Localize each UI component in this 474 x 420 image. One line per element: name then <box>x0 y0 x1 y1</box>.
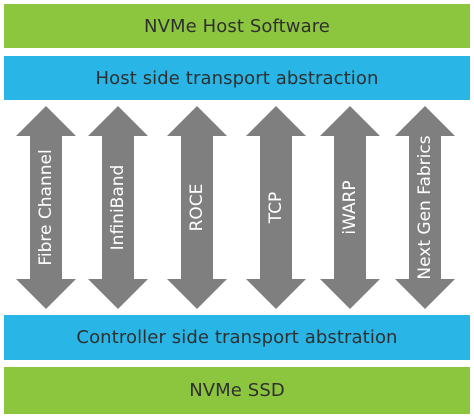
transport-arrow-infiniband: InfiniBand <box>88 106 148 309</box>
transport-label: TCP <box>266 192 286 225</box>
double-arrow-icon <box>320 106 380 309</box>
transport-arrow-tcp: TCP <box>246 106 306 309</box>
host-transport-label: Host side transport abstraction <box>95 67 379 89</box>
transport-arrow-roce: ROCE <box>167 106 227 309</box>
double-arrow-icon <box>16 106 76 309</box>
nvme-host-software-band: NVMe Host Software <box>4 4 470 48</box>
controller-transport-label: Controller side transport abstration <box>76 327 398 348</box>
transport-label: ROCE <box>187 184 207 232</box>
nvme-ssd-label: NVMe SSD <box>189 380 285 401</box>
transport-label: InfiniBand <box>108 165 128 251</box>
transport-label: Next Gen Fabrics <box>415 135 435 279</box>
transport-label: Fibre Channel <box>36 149 56 265</box>
controller-transport-band: Controller side transport abstration <box>4 315 470 360</box>
double-arrow-icon <box>88 106 148 309</box>
double-arrow-icon <box>395 106 455 309</box>
transport-label: iWARP <box>340 180 360 234</box>
nvme-host-software-label: NVMe Host Software <box>144 15 330 37</box>
transport-arrow-fibre-channel: Fibre Channel <box>16 106 76 309</box>
nvme-ssd-band: NVMe SSD <box>4 367 470 414</box>
double-arrow-icon <box>167 106 227 309</box>
transport-arrow-next-gen-fabrics: Next Gen Fabrics <box>395 106 455 309</box>
host-transport-band: Host side transport abstraction <box>4 56 470 100</box>
transport-arrow-iwarp: iWARP <box>320 106 380 309</box>
double-arrow-icon <box>246 106 306 309</box>
